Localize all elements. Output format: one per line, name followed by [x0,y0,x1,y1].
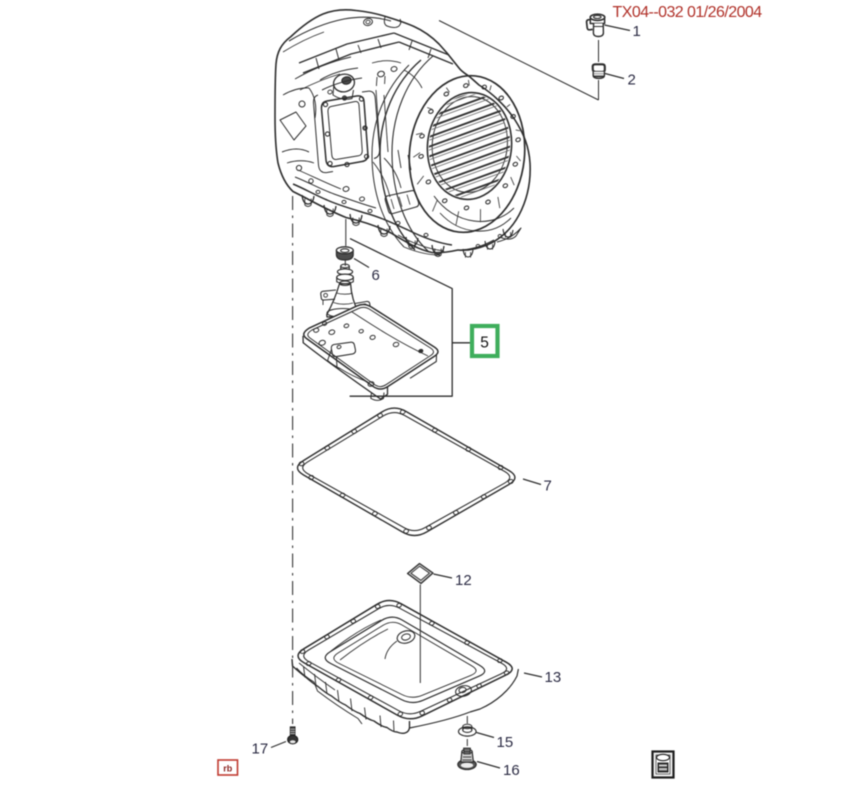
svg-text:TX04--032 01/26/2004: TX04--032 01/26/2004 [613,4,763,21]
svg-text:6: 6 [372,267,380,284]
svg-text:rb: rb [223,764,233,774]
svg-text:17: 17 [252,741,269,758]
svg-text:12: 12 [455,572,472,589]
svg-text:15: 15 [497,734,514,751]
svg-text:1: 1 [633,23,641,40]
svg-text:5: 5 [480,335,489,352]
svg-text:7: 7 [544,478,552,495]
svg-text:13: 13 [545,669,562,686]
svg-text:2: 2 [628,72,636,89]
svg-text:16: 16 [503,762,520,779]
